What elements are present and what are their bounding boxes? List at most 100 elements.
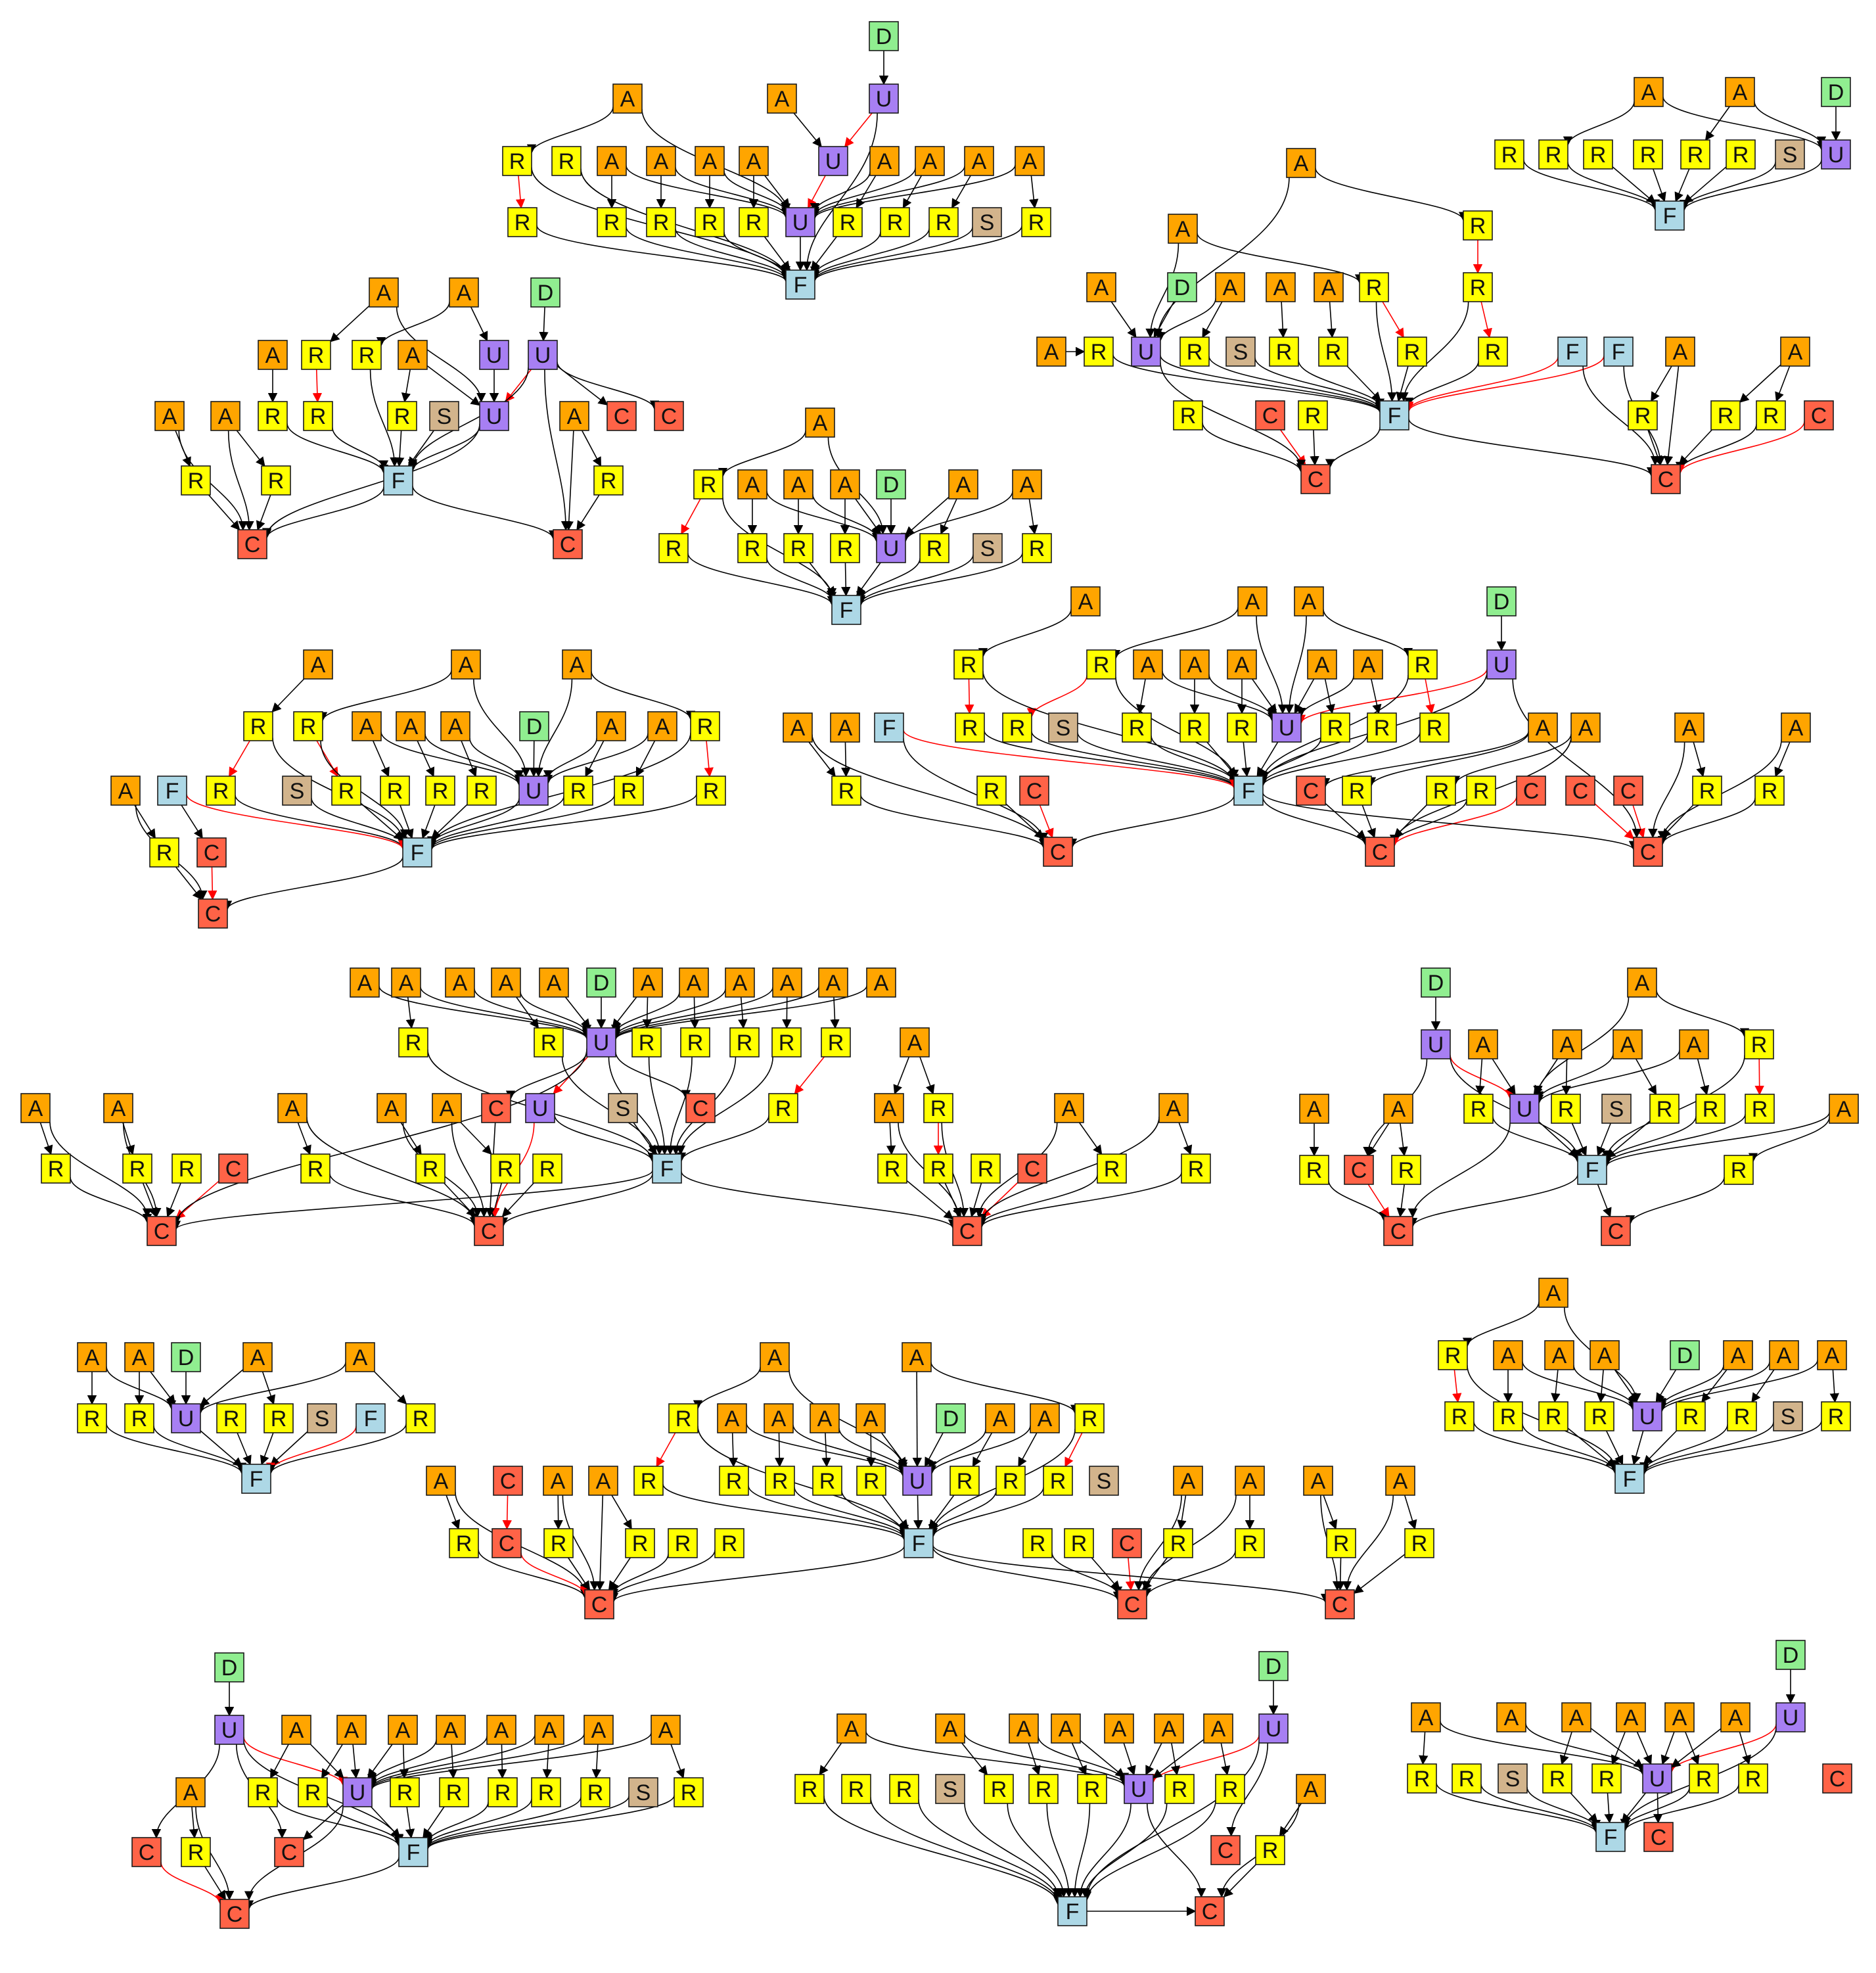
node-r-g15-R4: R xyxy=(1591,1763,1622,1794)
node-box xyxy=(352,711,382,741)
edge-g11-A14-R20 xyxy=(1323,1495,1338,1530)
node-box xyxy=(985,1403,1015,1433)
node-label: A xyxy=(459,653,474,678)
node-a-g11-A1: A xyxy=(760,1342,790,1372)
node-box xyxy=(467,776,497,806)
node-u-g14-U1: U xyxy=(1258,1713,1289,1744)
edge-g3-F1-C3 xyxy=(262,486,384,539)
node-label: F xyxy=(840,598,854,623)
highlight-edge-g5-C1-C3 xyxy=(1279,429,1306,466)
edge-g7-S1-F2 xyxy=(1077,732,1239,787)
node-box xyxy=(596,711,626,741)
node-u-g7-U2: U xyxy=(1271,712,1302,743)
edge-g11-R3-F1 xyxy=(662,1483,909,1541)
node-c-g5-C1: C xyxy=(1255,400,1285,430)
node-c-g9-C2: C xyxy=(1383,1216,1413,1246)
node-label: C xyxy=(1372,840,1388,865)
node-box xyxy=(122,1153,152,1184)
node-box xyxy=(562,649,592,680)
node-s-g11-S1: S xyxy=(1089,1466,1119,1496)
node-r-g15-R1: R xyxy=(1407,1763,1437,1794)
edge-g15-A1-U2 xyxy=(1440,1721,1648,1776)
node-label: C xyxy=(1218,1838,1234,1863)
edge-g5-F1-C4 xyxy=(1582,365,1660,466)
edge-g8-F1-C7 xyxy=(681,1171,958,1229)
edge-g13-A3-R3 xyxy=(399,1744,409,1779)
node-label: C xyxy=(1572,779,1589,804)
node-box xyxy=(1723,1340,1753,1370)
node-r-g1-R9: R xyxy=(880,207,910,237)
edge-g8-A20-C7 xyxy=(976,1117,1160,1224)
node-box xyxy=(923,1093,953,1123)
node-box xyxy=(1590,1340,1620,1370)
edge-g14-A1-R1 xyxy=(819,1742,842,1776)
node-a-g8-A8: A xyxy=(725,967,755,998)
node-a-g8-A13: A xyxy=(20,1093,51,1123)
node-label: C xyxy=(591,1592,608,1617)
node-f-g7-F1: F xyxy=(874,712,904,743)
node-label: R xyxy=(632,1531,649,1556)
edge-g8-R20-C7 xyxy=(976,1174,1098,1226)
edge-g13-A7-R7 xyxy=(591,1744,602,1779)
node-label: R xyxy=(1003,1469,1019,1494)
node-r-g6-R2: R xyxy=(293,711,323,741)
edge-g3-A4-R5 xyxy=(401,369,411,403)
node-label: C xyxy=(488,1096,505,1121)
node-r-g7-R15: R xyxy=(1426,776,1456,806)
node-a-g13-A3: A xyxy=(388,1715,418,1745)
edge-g13-R4-F1 xyxy=(423,1806,445,1839)
node-box xyxy=(935,1774,965,1804)
node-r-g9-R5: R xyxy=(1695,1094,1726,1124)
edge-g5-A5-R6 xyxy=(1278,301,1288,338)
node-label: R xyxy=(840,210,856,235)
edge-g3-R8-C4 xyxy=(576,494,600,531)
node-label: A xyxy=(1673,340,1688,365)
node-r-g8-R16: R xyxy=(532,1153,562,1184)
node-label: C xyxy=(1608,1219,1624,1244)
node-box xyxy=(1154,1713,1184,1744)
node-label: R xyxy=(838,779,855,804)
edge-g9-R6-F1 xyxy=(1601,1113,1746,1166)
node-box xyxy=(830,469,860,499)
node-label: D xyxy=(883,473,900,498)
node-label: A xyxy=(111,1096,126,1121)
node-r-g5-R5: R xyxy=(1179,337,1210,367)
node-box xyxy=(614,776,644,806)
node-r-g12-R8: R xyxy=(1821,1401,1851,1431)
node-box xyxy=(1676,1401,1706,1431)
node-box xyxy=(1089,1466,1119,1496)
node-box xyxy=(874,1093,904,1123)
edge-g8-A15-R13 xyxy=(297,1122,311,1155)
edge-g8-A2-U1 xyxy=(420,986,592,1039)
node-a-g7-A11: A xyxy=(1528,712,1558,743)
highlight-edge-g11-R1-R3 xyxy=(656,1432,676,1468)
edge-g7-A13-C8 xyxy=(1648,741,1685,839)
edge-g9-A5-U2 xyxy=(1534,1050,1680,1105)
node-r-g5-R4: R xyxy=(1084,337,1114,367)
node-c-g8-C5: C xyxy=(147,1216,177,1246)
node-label: R xyxy=(1234,716,1250,741)
node-a-g8-A6: A xyxy=(633,967,663,998)
node-c-g11-C3: C xyxy=(1112,1528,1142,1558)
edge-g10-R5-F2 xyxy=(265,1423,407,1475)
node-box xyxy=(923,1153,953,1184)
node-a-g2-A2: A xyxy=(1725,77,1755,107)
node-box xyxy=(1286,148,1316,178)
node-label: R xyxy=(1305,404,1321,429)
edge-g5-A9-R14 xyxy=(1775,365,1791,402)
edges-g15 xyxy=(1419,1669,1796,1834)
node-box xyxy=(172,1153,202,1184)
edge-g14-A6-R7 xyxy=(1170,1742,1181,1776)
node-c-g8-C3: C xyxy=(218,1153,248,1184)
node-label: R xyxy=(687,1031,704,1056)
node-label: C xyxy=(1390,1219,1407,1244)
node-box xyxy=(1651,464,1681,494)
node-label: R xyxy=(1104,1157,1120,1182)
node-box xyxy=(1086,649,1116,680)
edge-g6-A6-U1 xyxy=(469,738,524,780)
node-label: A xyxy=(877,149,892,174)
node-r-g13-R8: R xyxy=(674,1777,704,1807)
node-a-g9-A1: A xyxy=(1627,967,1657,998)
node-label: F xyxy=(411,841,424,866)
